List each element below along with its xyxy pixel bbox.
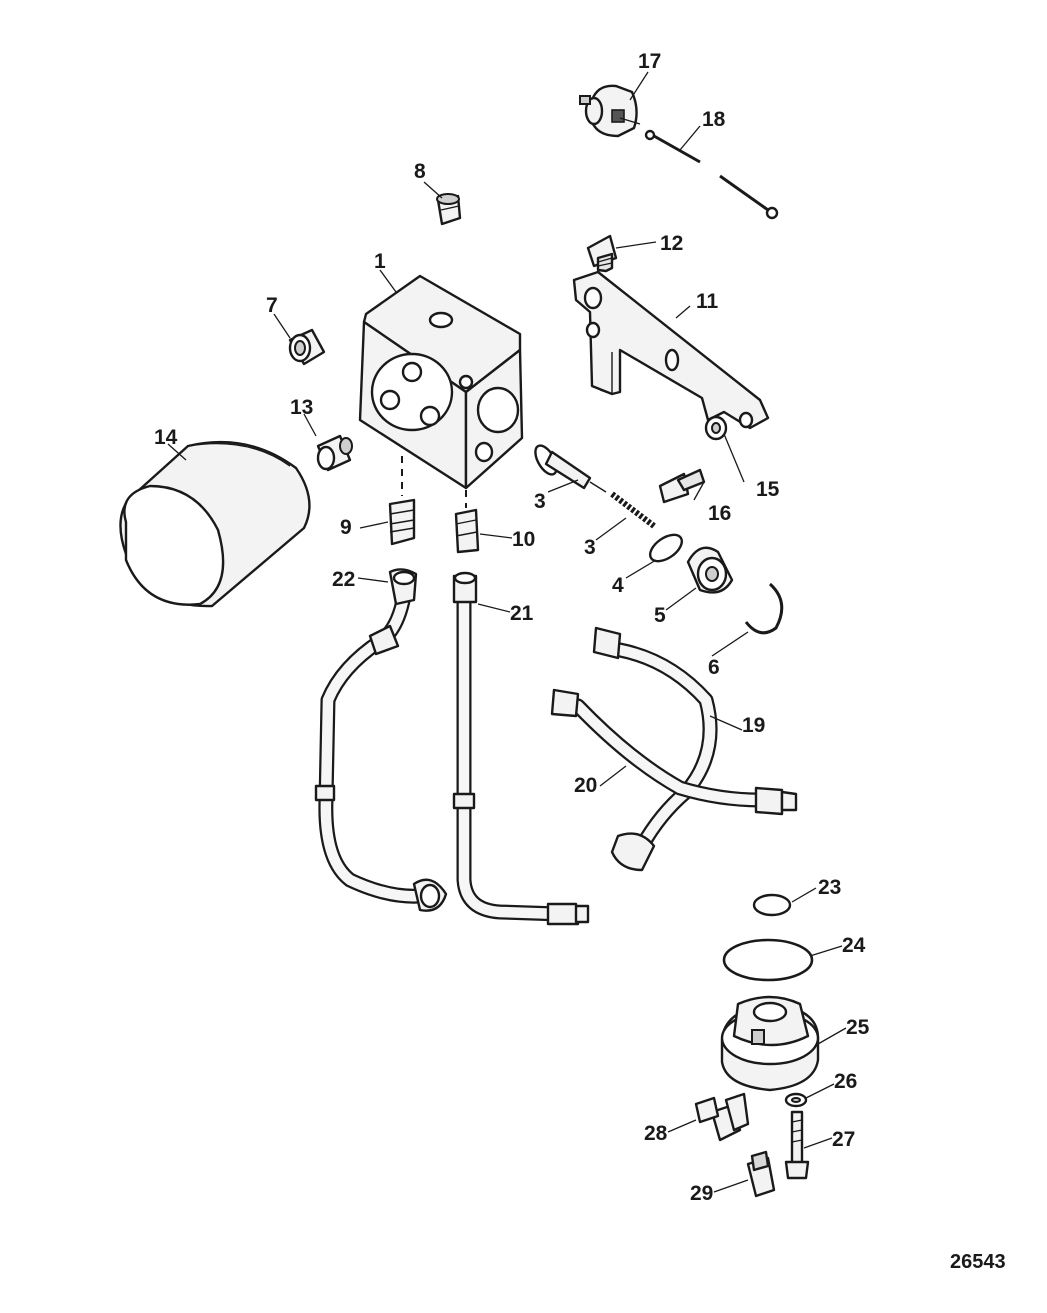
part-21-hose [452,571,590,926]
part-1-adapter-block [358,274,524,490]
callout-3b: 3 [584,536,596,559]
callout-7: 7 [266,294,278,317]
part-4-o-ring [648,533,684,563]
callout-29: 29 [690,1182,713,1205]
callout-4: 4 [612,574,624,597]
part-13-sensor-fitting [316,434,353,472]
callout-25: 25 [846,1016,870,1039]
part-24-seal-ring [722,938,814,982]
callout-12: 12 [660,232,683,255]
callout-17: 17 [638,50,661,73]
part-7-fitting [288,328,326,366]
callout-13: 13 [290,396,313,419]
callout-9: 9 [340,516,352,539]
part-20-hose [550,688,798,816]
install-lines [401,456,467,508]
callout-22: 22 [332,568,355,591]
callout-27: 27 [832,1128,855,1151]
part-23-o-ring [752,893,792,917]
callout-labels: 1 3 3 4 5 6 7 8 9 10 11 12 13 14 15 16 1… [154,50,870,1205]
callout-6: 6 [708,656,720,679]
callout-28: 28 [644,1122,668,1145]
callout-18: 18 [702,108,726,131]
part-18-wire [644,129,779,220]
part-26-washer [784,1092,808,1108]
part-9-fitting [388,498,416,546]
leader-lines [167,71,847,1193]
part-25-adapter [720,995,820,1092]
part-29-fitting [746,1150,776,1198]
callout-10: 10 [512,528,535,551]
callout-19: 19 [742,714,765,737]
callout-21: 21 [510,602,534,625]
part-17-sender [579,84,641,138]
callout-15: 15 [756,478,780,501]
callout-3a: 3 [534,490,546,513]
part-6-snap-ring [744,582,784,635]
part-8-plug [436,193,462,226]
callout-24: 24 [842,934,866,957]
callout-5: 5 [654,604,666,627]
part-5-thermostat [686,546,734,594]
callout-20: 20 [574,774,597,797]
callout-16: 16 [708,502,731,525]
part-11-bracket [572,270,770,430]
callout-14: 14 [154,426,178,449]
part-19-hose [592,626,718,872]
part-12-bolt [586,234,618,273]
part-14-oil-filter [119,440,311,608]
part-27-bolt [784,1110,810,1180]
part-28-elbow [694,1092,750,1142]
part-10-fitting [454,508,480,554]
diagram-number: 26543 [950,1251,1006,1273]
callout-1: 1 [374,250,386,273]
callout-23: 23 [818,876,841,899]
callout-11: 11 [696,290,719,313]
part-3-valve [534,444,656,529]
callout-8: 8 [414,160,426,183]
part-22-hose [314,568,448,912]
part-16-bolt [658,468,706,504]
part-15-washer [704,415,728,441]
callout-26: 26 [834,1070,857,1093]
